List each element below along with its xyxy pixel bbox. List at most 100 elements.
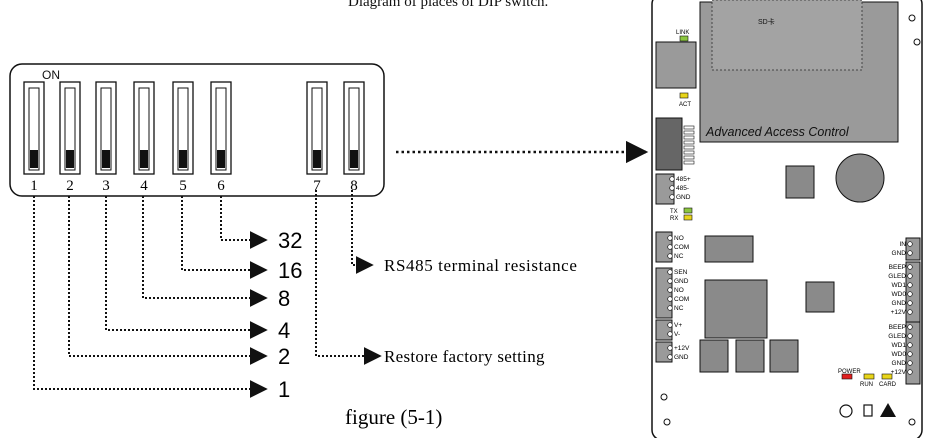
terminal-pin bbox=[907, 324, 913, 330]
warning-icon bbox=[880, 403, 896, 417]
board-dip-pin bbox=[683, 135, 695, 140]
link-label: LINK bbox=[676, 30, 689, 36]
weight-leader bbox=[220, 196, 268, 249]
terminal-pin bbox=[667, 331, 673, 337]
page-title: Diagram of places of DIP switch. bbox=[348, 0, 548, 10]
dip-switch-number: 4 bbox=[140, 178, 148, 194]
dip-switch-number: 5 bbox=[179, 178, 187, 194]
dip-lever-track bbox=[138, 87, 150, 171]
terminal-pin bbox=[907, 282, 913, 288]
terminal-pin bbox=[907, 309, 913, 315]
terminal-pin bbox=[667, 253, 673, 259]
sd-label: SD卡 bbox=[758, 17, 775, 26]
dip-lever-track bbox=[64, 87, 76, 171]
pin-label: BEEP bbox=[889, 264, 906, 271]
dip-lever-knob bbox=[140, 150, 148, 168]
board-dip-pin bbox=[683, 145, 695, 150]
terminal-pin bbox=[669, 185, 675, 191]
pin-label: NC bbox=[674, 305, 684, 312]
pin-label: GLED bbox=[888, 333, 906, 340]
pin-label: V+ bbox=[674, 322, 682, 329]
terminal-pin bbox=[907, 300, 913, 306]
pin-label: NC bbox=[674, 253, 684, 260]
pin-label: SEN bbox=[674, 269, 688, 276]
terminal-pin bbox=[907, 342, 913, 348]
dip-switch-number: 3 bbox=[102, 178, 110, 194]
board-dip-switch bbox=[655, 117, 683, 171]
terminal-pin bbox=[907, 291, 913, 297]
pin-label: COM bbox=[674, 244, 689, 251]
status-card: CARD bbox=[879, 382, 897, 388]
rs485-leader bbox=[351, 190, 374, 274]
pin-label: GND bbox=[892, 250, 907, 257]
mount-hole bbox=[663, 418, 671, 426]
dip-lever-track bbox=[177, 87, 189, 171]
board-dip-pin bbox=[683, 130, 695, 135]
chip bbox=[785, 165, 815, 199]
pin-label: +12V bbox=[891, 309, 907, 316]
pin-label: BEEP bbox=[889, 324, 906, 331]
terminal-pin bbox=[667, 345, 673, 351]
terminal-pin bbox=[907, 369, 913, 375]
dip-switch-number: 8 bbox=[350, 178, 358, 194]
mount-hole bbox=[660, 393, 668, 401]
controller-board: SD卡 Advanced Access Control LINK ACT 485… bbox=[651, 0, 923, 438]
chip bbox=[805, 281, 835, 313]
act-label: ACT bbox=[679, 102, 691, 108]
input-terminal bbox=[905, 237, 921, 261]
mount-hole bbox=[908, 14, 916, 22]
terminal-pin bbox=[667, 296, 673, 302]
chip bbox=[699, 339, 729, 373]
board-dip-pin bbox=[683, 160, 695, 165]
relay bbox=[704, 279, 768, 339]
tx-label: TX bbox=[670, 209, 678, 215]
terminal-pin bbox=[907, 333, 913, 339]
weight-label: 32 bbox=[278, 228, 302, 253]
chip bbox=[735, 339, 765, 373]
dip-lever-track bbox=[28, 87, 40, 171]
pin-label: WD0 bbox=[892, 351, 907, 358]
figure-caption: figure (5-1) bbox=[345, 405, 442, 429]
weight-label: 8 bbox=[278, 286, 290, 311]
dip-switch-number: 7 bbox=[313, 178, 321, 194]
pin-label: 485- bbox=[676, 185, 689, 192]
pin-label: NO bbox=[674, 287, 684, 294]
weight-leader bbox=[33, 196, 268, 398]
pin-label: IN bbox=[900, 241, 907, 248]
battery bbox=[835, 153, 885, 203]
dip-switch-number: 1 bbox=[30, 178, 38, 194]
dip-lever-track bbox=[311, 87, 323, 171]
terminal-pin bbox=[667, 278, 673, 284]
terminal-pin bbox=[907, 360, 913, 366]
pin-label: +12V bbox=[891, 369, 907, 376]
pin-label: GND bbox=[674, 278, 689, 285]
dip-lever-knob bbox=[30, 150, 38, 168]
board-title: Advanced Access Control bbox=[705, 125, 850, 139]
ethernet-port bbox=[655, 41, 697, 89]
pin-label: NO bbox=[674, 235, 684, 242]
mount-hole bbox=[913, 38, 921, 46]
weight-leader bbox=[68, 196, 268, 365]
board-dip-pin bbox=[683, 125, 695, 130]
dip-switch-number: 2 bbox=[66, 178, 74, 194]
pin-label: WD1 bbox=[892, 342, 907, 349]
sd-slot bbox=[711, 0, 863, 71]
status-power: POWER bbox=[838, 369, 861, 375]
rs485-label: RS485 terminal resistance bbox=[384, 256, 577, 275]
weight-leader bbox=[181, 196, 268, 279]
dip-lever-knob bbox=[179, 150, 187, 168]
rx-label: RX bbox=[670, 216, 678, 222]
pin-label: WD1 bbox=[892, 282, 907, 289]
recycle-icon bbox=[863, 404, 873, 417]
terminal-pin bbox=[667, 287, 673, 293]
terminal-pin bbox=[907, 250, 913, 256]
terminal-pin bbox=[907, 273, 913, 279]
pin-label: V- bbox=[674, 331, 680, 338]
restore-leader bbox=[315, 190, 382, 365]
terminal-pin bbox=[667, 305, 673, 311]
dip-lever-knob bbox=[102, 150, 110, 168]
dip-lever-track bbox=[348, 87, 360, 171]
